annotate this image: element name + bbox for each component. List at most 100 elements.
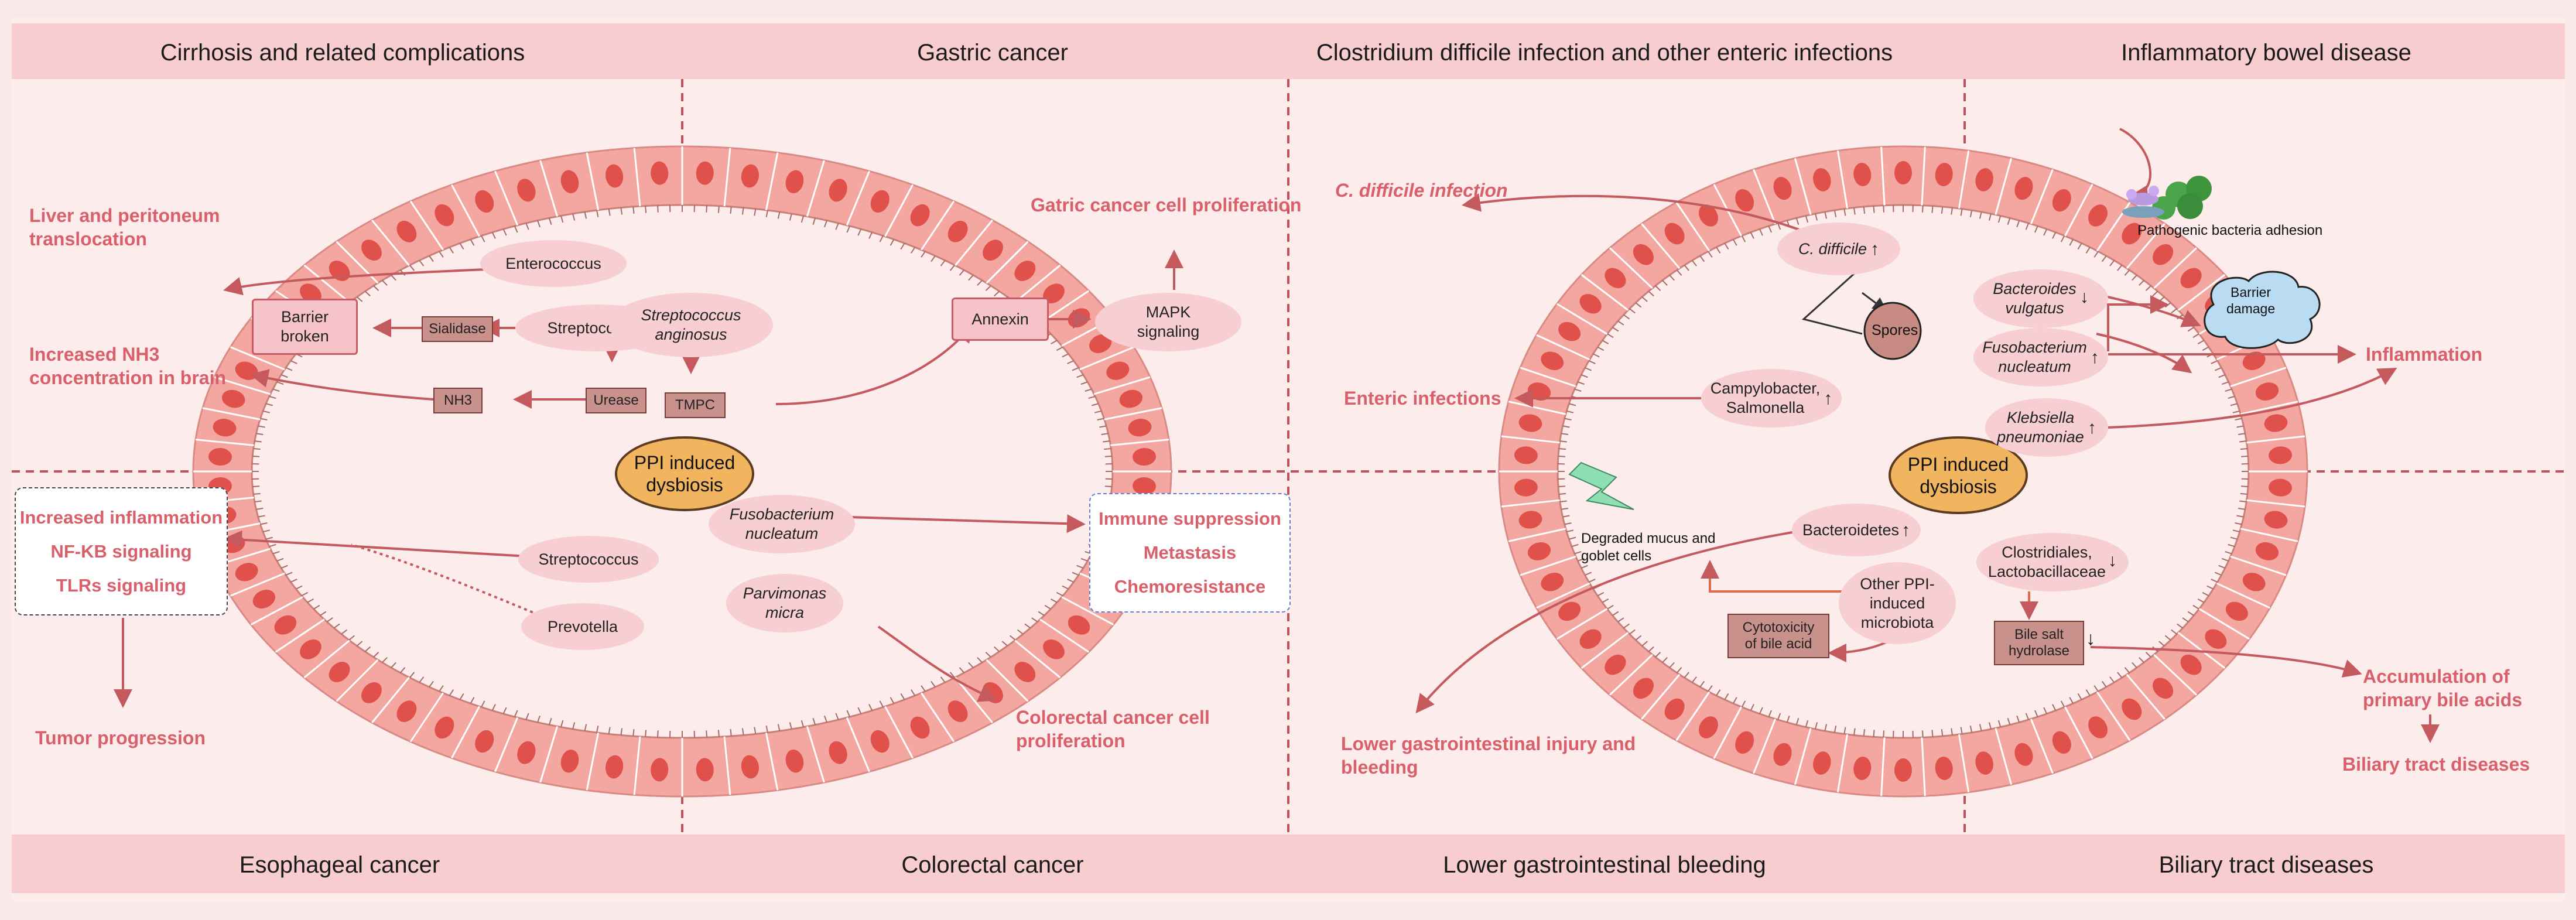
- cell-boundary: [1061, 596, 1114, 625]
- microvillus: [879, 235, 884, 242]
- cell-boundary: [1501, 435, 1560, 444]
- cell-boundary: [275, 618, 325, 653]
- microvillus: [1597, 591, 1605, 597]
- microvillus: [1853, 728, 1856, 736]
- microvillus: [1559, 440, 1567, 443]
- microvillus: [1072, 572, 1079, 576]
- quadrant-title: Lower gastrointestinal bleeding: [1443, 852, 1766, 878]
- cell-boundary: [1641, 223, 1681, 269]
- microvillus: [911, 247, 916, 254]
- cell-nucleus: [1119, 389, 1143, 408]
- cell-boundary: [1536, 334, 1590, 361]
- cell-boundary: [1641, 673, 1681, 720]
- cell-boundary: [1039, 618, 1090, 653]
- cell-boundary: [2230, 555, 2287, 576]
- microvillus: [1597, 346, 1605, 351]
- cell-boundary: [1921, 146, 1926, 206]
- cell-nucleus: [1813, 751, 1831, 775]
- cell-nucleus: [1935, 757, 1953, 780]
- microvillus: [2187, 327, 2194, 332]
- microvillus: [2109, 260, 2115, 266]
- microvillus: [254, 440, 262, 443]
- microvillus: [252, 456, 260, 457]
- microvillus: [706, 730, 707, 738]
- cell-boundary: [1675, 201, 1711, 252]
- microvillus: [765, 725, 768, 733]
- cell-nucleus: [435, 716, 454, 739]
- microvillus: [572, 722, 576, 730]
- cell-boundary: [214, 376, 271, 395]
- cell-nucleus: [1633, 244, 1654, 265]
- cell-boundary: [371, 220, 410, 266]
- outcome-gi-bleeding: Lower gastrointestinal injury and bleedi…: [1341, 733, 1636, 778]
- microvillus: [1708, 251, 1713, 258]
- microvillus: [977, 280, 983, 286]
- cell-nucleus: [2242, 351, 2266, 371]
- microvillus: [1585, 367, 1592, 371]
- microvillus: [256, 433, 264, 435]
- spores-label: Spores: [1872, 322, 1918, 338]
- quadrant-title: Gastric cancer: [917, 40, 1068, 66]
- microvillus: [824, 220, 827, 228]
- outcome-inflammation: Inflammation: [2366, 344, 2483, 365]
- cell-nucleus: [2014, 743, 2033, 766]
- microvillus: [2215, 367, 2222, 371]
- microvillus: [930, 680, 936, 688]
- cell-nucleus: [475, 190, 494, 213]
- outcome-gastric-proliferation: Gatric cancer cell proliferation: [1031, 194, 1302, 216]
- cell-nucleus: [1514, 478, 1538, 497]
- microvillus: [1617, 320, 1624, 326]
- microvillus: [2132, 662, 2137, 668]
- microvillus: [1648, 646, 1654, 652]
- cell-boundary: [2064, 183, 2093, 237]
- microvillus: [1562, 515, 1570, 518]
- microvillus: [1641, 296, 1648, 302]
- cell-boundary: [2230, 367, 2287, 388]
- microvillus: [1104, 456, 1112, 457]
- cell-nucleus: [1975, 751, 1993, 775]
- effect-item: Immune suppression: [1099, 508, 1281, 529]
- microvillus: [754, 727, 757, 734]
- microvillus: [326, 617, 333, 623]
- cell-boundary: [586, 152, 600, 211]
- microvillus: [373, 652, 379, 658]
- quadrant-title: Colorectal cancer: [901, 852, 1084, 878]
- enzyme-box: Urease: [586, 388, 646, 413]
- microvillus: [596, 725, 599, 733]
- cell-nucleus: [2255, 382, 2279, 401]
- cell-nucleus: [1089, 334, 1112, 353]
- microvillus: [1569, 403, 1576, 406]
- microvillus: [373, 285, 379, 291]
- microvillus: [2007, 217, 2011, 225]
- microvillus: [1833, 725, 1837, 733]
- microvillus: [1067, 360, 1074, 364]
- bacterium-node: Streptococcus anginosus: [609, 293, 773, 357]
- microvillus: [2060, 700, 2065, 707]
- microvillus: [1921, 205, 1924, 213]
- microvillus: [1085, 388, 1092, 392]
- cell-boundary: [2240, 401, 2298, 415]
- microvillus: [2109, 676, 2115, 683]
- cell-nucleus: [2264, 511, 2288, 529]
- microvillus: [364, 290, 371, 297]
- esophageal-effects-box: Increased inflammation NF-KB signaling T…: [15, 487, 228, 615]
- cell-boundary: [955, 220, 993, 266]
- bacterium-node: Klebsiella pneumoniae: [1985, 398, 2108, 457]
- microvillus: [1617, 617, 1624, 623]
- microvillus: [1699, 255, 1705, 262]
- cell-nucleus: [361, 240, 382, 261]
- cell-boundary: [884, 184, 914, 237]
- cell-boundary: [539, 726, 559, 783]
- microvillus: [2158, 641, 2165, 647]
- microvillus: [525, 223, 529, 230]
- microvillus: [730, 206, 732, 214]
- microvillus: [1629, 308, 1636, 314]
- microvillus: [2238, 433, 2246, 435]
- cell-nucleus: [1518, 511, 1542, 529]
- microvillus: [741, 728, 744, 736]
- cell-nucleus: [396, 220, 417, 242]
- cell-boundary: [195, 439, 254, 446]
- cell-nucleus: [605, 164, 624, 188]
- adhesion-label: Pathogenic bacteria adhesion: [2137, 223, 2323, 238]
- microvillus: [280, 565, 288, 569]
